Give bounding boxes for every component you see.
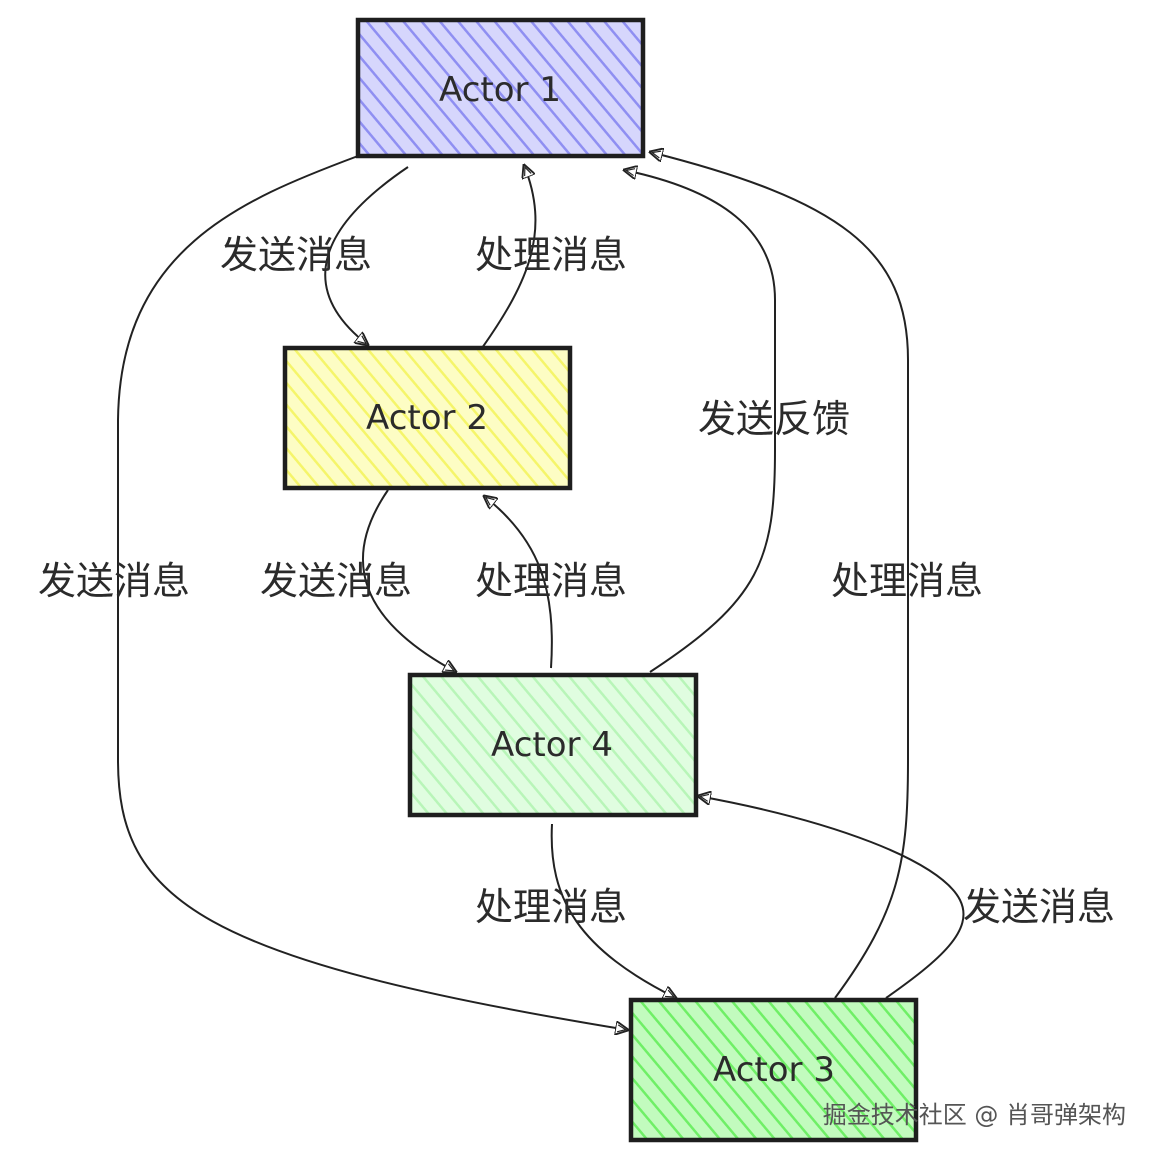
- actor-1-label: Actor 1: [439, 70, 561, 110]
- label-actor1-to-actor2: 发送消息: [220, 233, 372, 277]
- label-actor4-to-actor3: 处理消息: [475, 885, 627, 929]
- actor-2-label: Actor 2: [366, 398, 488, 438]
- watermark: 掘金技术社区 @ 肖哥弹架构: [823, 1101, 1126, 1129]
- actor-1-box: [355, 17, 646, 159]
- actor-4-box: [407, 672, 699, 818]
- node-actor-3: Actor 3: [628, 997, 919, 1143]
- edge-actor4-to-actor3: [550, 823, 676, 998]
- label-actor4-to-actor2: 处理消息: [475, 559, 627, 603]
- node-actor-4: Actor 4: [407, 672, 699, 818]
- node-actor-1: Actor 1: [355, 17, 646, 159]
- edge-actor3-to-actor1: [650, 152, 909, 999]
- label-actor2-to-actor4: 发送消息: [260, 559, 412, 603]
- label-actor3-to-actor1: 处理消息: [831, 559, 983, 603]
- actor-4-label: Actor 4: [491, 725, 613, 765]
- label-actor3-to-actor4: 发送消息: [963, 885, 1115, 929]
- label-actor2-to-actor1: 处理消息: [475, 233, 627, 277]
- actor-3-label: Actor 3: [713, 1050, 835, 1090]
- node-actor-2: Actor 2: [282, 345, 573, 491]
- actor-3-box: [628, 997, 919, 1143]
- edge-actor2-to-actor1: [481, 165, 537, 349]
- edge-actor2-to-actor4: [361, 489, 456, 672]
- actor-2-box: [282, 345, 573, 491]
- edge-actor1-to-actor2: [324, 166, 409, 345]
- edge-actor4-to-actor1: [624, 170, 776, 673]
- label-actor1-to-actor3: 发送消息: [38, 559, 190, 603]
- label-actor4-to-actor1: 发送反馈: [698, 397, 850, 441]
- edge-actor4-to-actor2: [484, 496, 553, 669]
- edge-actor3-to-actor4: [698, 796, 965, 999]
- edge-actor1-to-actor3: [117, 155, 628, 1030]
